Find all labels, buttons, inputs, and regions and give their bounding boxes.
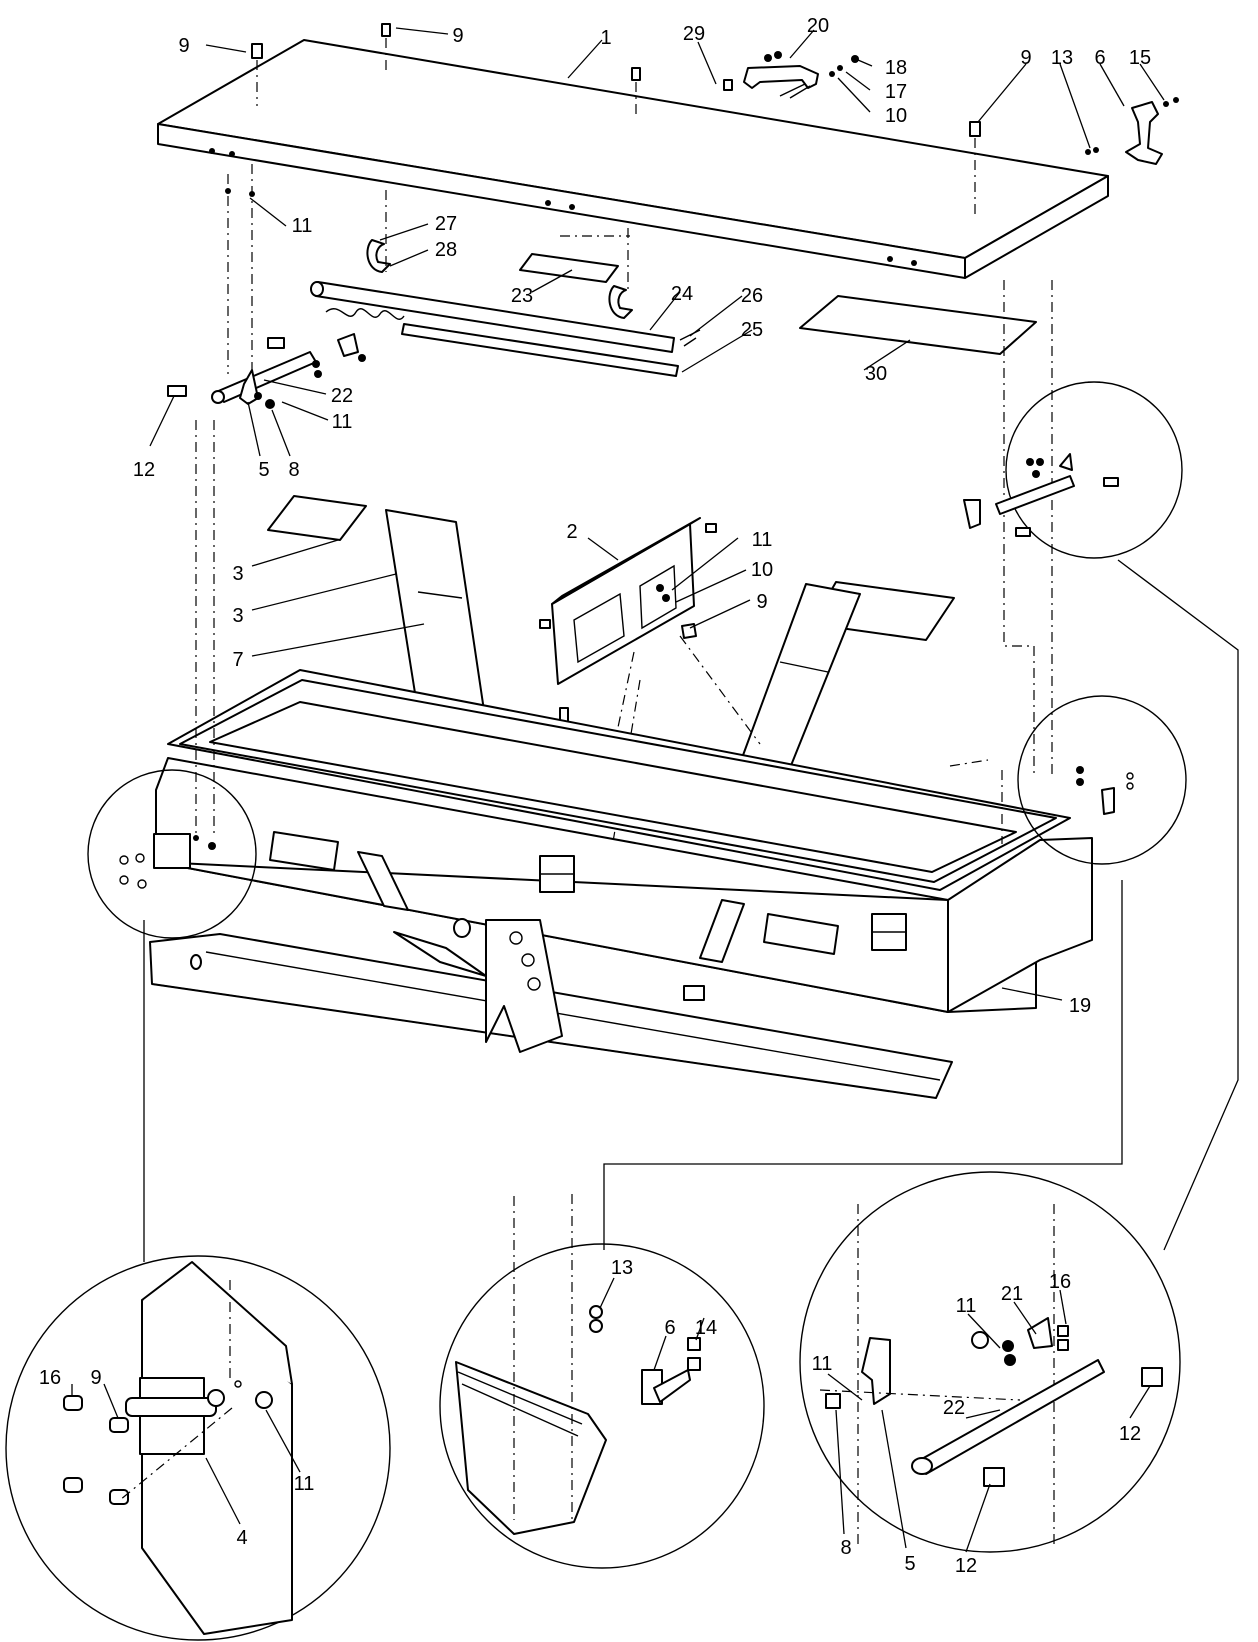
callout-label: 9: [756, 591, 767, 613]
callout-label: 8: [840, 1537, 851, 1559]
callout-label: 29: [683, 23, 705, 45]
callout-label: 22: [943, 1397, 965, 1419]
callout-label: 19: [1069, 995, 1091, 1017]
callout-label: 13: [611, 1257, 633, 1279]
callout-label: 16: [1049, 1271, 1071, 1293]
callout-label: 11: [292, 215, 313, 237]
hopper-box: [149, 280, 1093, 1099]
callout-label: 3: [232, 605, 243, 627]
callout-label: 18: [885, 57, 907, 79]
center-bracket: [539, 517, 761, 861]
callout-label: 27: [435, 213, 457, 235]
detail-callout-circles: [87, 381, 1239, 1262]
callout-label: 6: [1094, 47, 1105, 69]
callout-label: 23: [511, 285, 533, 307]
callout-label: 10: [751, 559, 773, 581]
callout-label: 12: [133, 459, 155, 481]
callout-label: 9: [1020, 47, 1031, 69]
callout-label: 13: [1051, 47, 1073, 69]
callout-label: 4: [236, 1527, 247, 1549]
callout-label: 6: [664, 1317, 675, 1339]
callout-labels: 9 9 1 29 20 18 17 10 9 13 6 15 11 27 28 …: [39, 15, 1151, 1577]
callout-label: 5: [904, 1553, 915, 1575]
callout-label: 8: [288, 459, 299, 481]
callout-label: 9: [452, 25, 463, 47]
callout-label: 21: [1001, 1283, 1023, 1305]
callout-label: 22: [331, 385, 353, 407]
callout-label: 24: [671, 283, 693, 305]
callout-label: 10: [885, 105, 907, 127]
callout-label: 17: [885, 81, 907, 103]
callout-label: 5: [258, 459, 269, 481]
callout-label: 11: [332, 411, 353, 433]
spring-rod-assembly: [310, 190, 1037, 377]
callout-label: 11: [294, 1473, 315, 1495]
callout-label: 11: [956, 1295, 977, 1317]
callout-label: 9: [90, 1367, 101, 1389]
callout-label: 15: [1129, 47, 1151, 69]
left-strut-group: [167, 164, 366, 409]
detail-latch: [439, 1194, 765, 1569]
decal-panels: [267, 495, 955, 769]
callout-label: 30: [865, 363, 887, 385]
callout-label: 20: [807, 15, 829, 37]
callout-label: 16: [39, 1367, 61, 1389]
callout-label: 11: [752, 529, 773, 551]
leader-lines: [71, 27, 1165, 1553]
callout-label: 9: [178, 35, 189, 57]
callout-label: 12: [1119, 1423, 1141, 1445]
detail-hinge: [5, 1255, 391, 1641]
callout-label: 11: [812, 1353, 833, 1375]
callout-label: 26: [741, 285, 763, 307]
callout-label: 1: [600, 27, 611, 49]
callout-label: 3: [232, 563, 243, 585]
callout-label: 25: [741, 319, 763, 341]
lid-assembly: [157, 23, 1179, 279]
callout-label: 7: [232, 649, 243, 671]
callout-label: 2: [566, 521, 577, 543]
callout-label: 28: [435, 239, 457, 261]
callout-label: 14: [695, 1317, 717, 1339]
detail-gas-strut: [799, 1171, 1181, 1553]
callout-label: 12: [955, 1555, 977, 1577]
